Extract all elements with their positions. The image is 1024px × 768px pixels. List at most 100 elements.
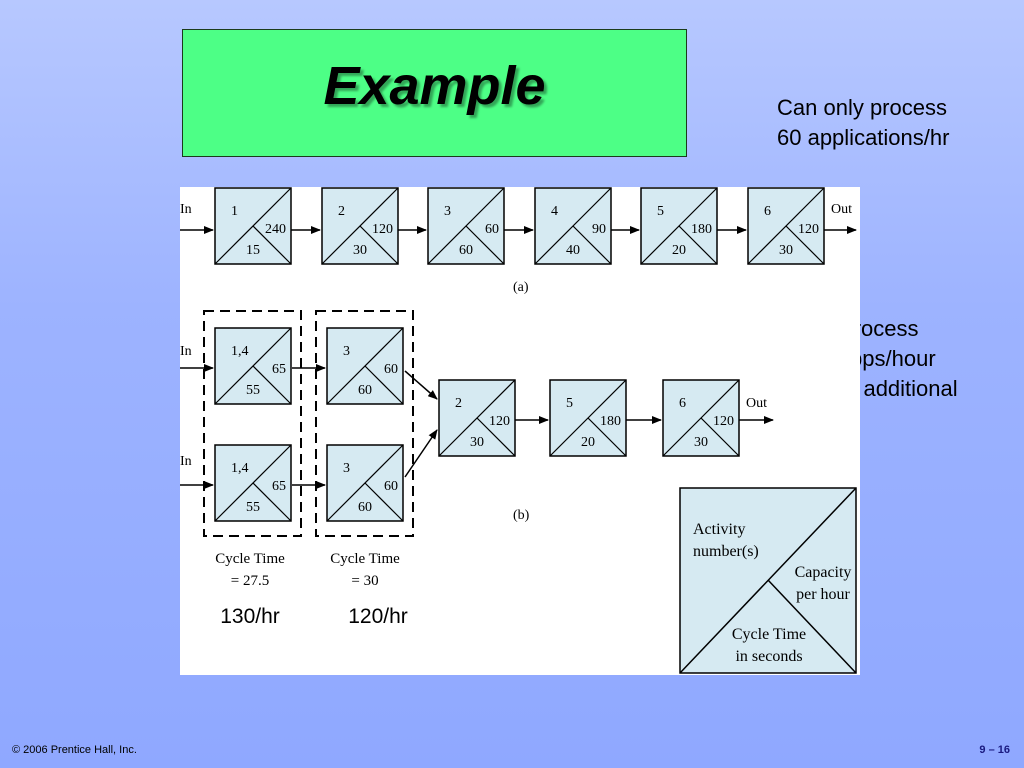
group1-dashed [203,310,302,537]
a-box-1: 1 240 15 [214,187,292,265]
a-box-1-activity: 1 [231,204,238,219]
b-chain-box-1-half-diagonal [476,417,516,457]
a-box-6-half-diagonal [785,225,825,265]
a-box-2-activity: 2 [338,204,345,219]
b-g2-top-box-activity: 3 [343,344,350,359]
cycle2-line2: = 30 [351,573,378,589]
b-g2-bottom-box-time: 60 [358,500,372,515]
a-box-2-time: 30 [353,243,367,258]
a-box-1-time: 15 [246,243,260,258]
b-g1-bottom-box-capacity: 65 [272,479,286,494]
a-box-4-half-diagonal [572,225,612,265]
b-g2-top-box-half-diagonal [364,365,404,405]
note-top-line-1: Can only process [777,95,947,120]
b-chain-box-3-activity: 6 [679,396,686,411]
footer-page-number: 9 – 16 [979,744,1010,756]
b-chain-box-2-half-diagonal [587,417,627,457]
b-g1-bottom-box: 1,4 65 55 [214,444,292,522]
a-box-4-activity: 4 [551,204,558,219]
a-box-5-capacity: 180 [691,222,712,237]
b-g2-bottom-box-half-diagonal [364,482,404,522]
footer-copyright: © 2006 Prentice Hall, Inc. [12,744,137,756]
b-g2-top-box: 3 60 60 [326,327,404,405]
b-g2-bottom-box-capacity: 60 [384,479,398,494]
b-g1-bottom-box-half-diagonal [252,482,292,522]
b-merge-bottom-arrow [404,429,438,478]
legend-time-1: Cycle Time [732,626,806,643]
a-box-6: 6 120 30 [747,187,825,265]
a-in-label: In [180,202,192,217]
b-chain-box-2-activity: 5 [566,396,573,411]
a-box-3-capacity: 60 [485,222,499,237]
slide-title: Example [323,56,546,116]
a-box-3-half-diagonal [465,225,505,265]
b-g1-top-box-activity: 1,4 [231,344,249,359]
a-box-2: 2 120 30 [321,187,399,265]
legend-capacity-1: Capacity [795,564,852,581]
row-a: 1 240 15 2 120 30 3 60 60 4 90 40 5 180 20 6 120 30 [214,187,825,265]
a-box-5-time: 20 [672,243,686,258]
a-box-2-half-diagonal [359,225,399,265]
a-box-3: 3 60 60 [427,187,505,265]
a-box-3-activity: 3 [444,204,451,219]
a-box-4-capacity: 90 [592,222,606,237]
legend-half-diagonal [767,579,857,674]
b-chain-box-1-time: 30 [470,435,484,450]
b-g1-bottom-box-time: 55 [246,500,260,515]
b-chain-box-1-activity: 2 [455,396,462,411]
b-chain-box-2-time: 20 [581,435,595,450]
b-g2-bottom-box-activity: 3 [343,461,350,476]
rate2: 120/hr [348,605,408,628]
b-g2-bottom-box: 3 60 60 [326,444,404,522]
a-box-3-time: 60 [459,243,473,258]
a-box-5-half-diagonal [678,225,718,265]
group2-dashed [315,310,414,537]
legend-capacity-2: per hour [796,586,850,603]
cycle1-line2: = 27.5 [231,573,269,589]
a-caption: (a) [513,280,529,295]
b-chain-box-2: 5 180 20 [549,379,627,457]
title-box: Example [182,29,687,157]
a-box-4: 4 90 40 [534,187,612,265]
a-box-6-activity: 6 [764,204,771,219]
a-box-1-capacity: 240 [265,222,286,237]
b-chain-box-3: 6 120 30 [662,379,740,457]
b-in-bottom-label: In [180,454,192,469]
b-g1-bottom-box-activity: 1,4 [231,461,249,476]
b-g2-top-box-capacity: 60 [384,362,398,377]
a-out-label: Out [831,202,852,217]
a-box-5: 5 180 20 [640,187,718,265]
b-chain-box-3-time: 30 [694,435,708,450]
a-box-5-activity: 5 [657,204,664,219]
a-box-6-capacity: 120 [798,222,819,237]
b-chain-box-3-capacity: 120 [713,414,734,429]
b-g1-top-box-capacity: 65 [272,362,286,377]
a-box-1-half-diagonal [252,225,292,265]
b-g1-top-box-time: 55 [246,383,260,398]
b-g2-top-box-time: 60 [358,383,372,398]
b-caption: (b) [513,508,530,523]
a-box-6-time: 30 [779,243,793,258]
b-g1-top-box-half-diagonal [252,365,292,405]
legend-box: Activity number(s) Capacity per hour Cyc… [679,487,857,674]
b-chain-box-2-capacity: 180 [600,414,621,429]
a-box-4-time: 40 [566,243,580,258]
note-top-line-2: 60 applications/hr [777,125,950,150]
b-out-label: Out [746,396,767,411]
legend-time-2: in seconds [735,648,802,665]
legend-activity-1: Activity [693,521,745,538]
b-g1-top-box: 1,4 65 55 [214,327,292,405]
note-top: Can only process 60 applications/hr [777,93,949,153]
cycle2-line1: Cycle Time [330,551,400,567]
a-box-2-capacity: 120 [372,222,393,237]
rate1: 130/hr [220,605,280,628]
legend-activity-2: number(s) [693,543,759,560]
b-in-top-label: In [180,344,192,359]
b-merge-top-arrow [404,370,438,400]
cycle1-line1: Cycle Time [215,551,285,567]
b-chain-box-3-half-diagonal [700,417,740,457]
